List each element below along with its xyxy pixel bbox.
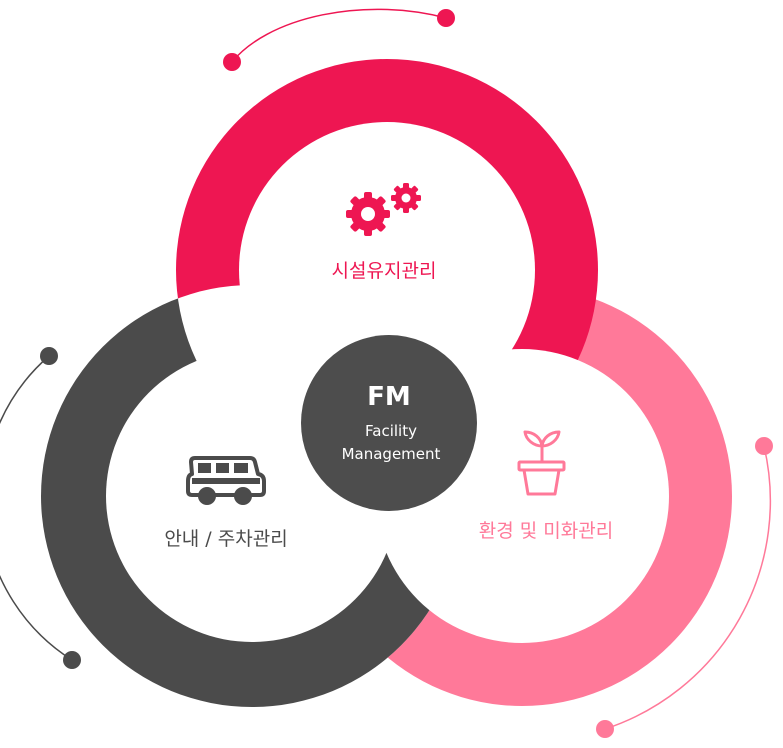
decor-dot-pink-bottom [596,720,614,738]
segment-label-facility: 시설유지관리 [332,260,437,282]
center-title: FM [367,382,411,412]
decor-dot-pink-top [755,437,773,455]
gears-icon [346,183,421,236]
inner-red [239,122,535,418]
decor-dot-red-right [437,9,455,27]
decor-dot-dark-top [40,347,58,365]
segment-label-environment: 환경 및 미화관리 [479,520,613,542]
decor-dot-dark-bottom [63,651,81,669]
segment-label-guide: 안내 / 주차관리 [164,528,287,550]
plant-pot-icon [517,430,566,496]
center-subtitle-line1: Facility [365,422,417,440]
center-circle [301,335,477,511]
car-icon [186,456,266,505]
decor-dot-red-left [223,53,241,71]
decor-arcs [0,8,773,738]
center-subtitle-line2: Management [342,445,441,463]
